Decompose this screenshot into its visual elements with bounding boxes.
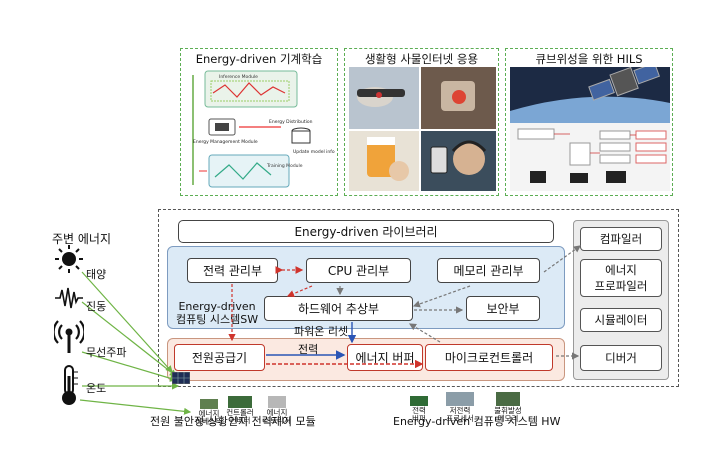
compiler-label: 컴파일러 — [599, 232, 643, 246]
cubesat-photo — [510, 67, 670, 191]
sw-caption: Energy-driven 컴퓨팅 시스템SW — [176, 300, 258, 326]
thermometer-icon — [62, 365, 78, 405]
rf-label: 무선주파 — [86, 346, 127, 359]
vibration-icon — [55, 287, 83, 309]
simulator-box: 시뮬레이터 — [580, 308, 662, 332]
library-label: Energy-driven 라이브러리 — [294, 225, 438, 239]
power-manager-label: 전력 관리부 — [202, 264, 262, 278]
sun-label: 태양 — [86, 268, 107, 281]
vibration-energy-arrow — [81, 301, 177, 377]
sun-energy-arrow — [81, 271, 173, 373]
temperature-label: 온도 — [86, 382, 107, 395]
power-on-reset-label: 파워온 리셋 — [294, 325, 349, 338]
ml-panel: Energy-driven 기계학습 Inference Module Ener… — [180, 48, 338, 196]
cpu-manager-label: CPU 관리부 — [327, 264, 390, 278]
sw-tools-arrow — [543, 245, 581, 273]
microcontroller-box: 마이크로컨트롤러 — [425, 344, 553, 371]
cubesat-panel-title: 큐브위성을 위한 HILS — [535, 52, 643, 66]
ml-panel-title: Energy-driven 기계학습 — [195, 52, 323, 66]
power-manager-box: 전력 관리부 — [187, 258, 278, 283]
iot-photo-collage — [349, 67, 496, 191]
hw-part-power-buffer: 전력 버퍼 — [404, 388, 434, 423]
sw-caption-line2: 컴퓨팅 시스템SW — [176, 313, 259, 326]
sun-icon — [55, 245, 83, 273]
iot-panel: 생활형 사물인터넷 응용 — [344, 48, 499, 196]
hw-part-converter: 컨트롤러 컨버터 — [222, 388, 258, 425]
debugger-box: 디버거 — [580, 345, 662, 371]
iot-panel-title: 생활형 사물인터넷 응용 — [364, 52, 479, 66]
ml-energy-dist-label: Energy Distribution — [269, 119, 313, 125]
power-flow-label: 전력 — [298, 343, 319, 356]
security-label: 보안부 — [486, 302, 520, 316]
ambient-energy-heading: 주변 에너지 — [52, 232, 112, 246]
mcu-hal-arrow — [408, 323, 441, 343]
ml-training-label: Training Module — [266, 163, 303, 169]
right-bottom-caption: Energy-driven 컴퓨팅 시스템 HW — [393, 415, 561, 428]
hardware-abstraction-label: 하드웨어 추상부 — [297, 302, 380, 316]
energy-profiler-box: 에너지 프로파일러 — [580, 259, 662, 297]
cubesat-panel: 큐브위성을 위한 HILS — [505, 48, 673, 196]
cpu-hal-red-arrow — [286, 285, 313, 298]
memory-hal-arrow — [412, 285, 471, 308]
hardware-abstraction-box: 하드웨어 추상부 — [264, 296, 413, 321]
compiler-box: 컴파일러 — [580, 227, 662, 251]
energy-profiler-label: 에너지 프로파일러 — [594, 263, 648, 293]
cpu-manager-box: CPU 관리부 — [306, 258, 411, 283]
solar-panel-icon — [172, 372, 190, 384]
rf-energy-arrow — [81, 351, 178, 382]
ml-diagram-image: Inference Module Energy Management Modul… — [192, 70, 335, 188]
simulator-label: 시뮬레이터 — [594, 313, 648, 327]
security-box: 보안부 — [466, 296, 540, 321]
ml-energy-mgmt-label: Energy Management Module — [193, 139, 258, 145]
left-bottom-caption: 전원 불안정 상황인지 전력제어 모듈 — [150, 415, 316, 428]
memory-manager-box: 메모리 관리부 — [437, 258, 540, 283]
ml-inference-label: Inference Module — [219, 74, 258, 80]
microcontroller-label: 마이크로컨트롤러 — [444, 351, 534, 365]
power-supply-label: 전원공급기 — [191, 351, 248, 365]
ml-update-label: Update model info — [293, 149, 335, 155]
hw-part-low-power-processor: 저전력 프로세서 — [440, 384, 480, 423]
energy-driven-library: Energy-driven 라이브러리 — [178, 220, 554, 243]
power-supply-box: 전원공급기 — [174, 344, 265, 371]
energy-buffer-label: 에너지 버퍼 — [355, 351, 415, 365]
hw-part-storage: 에너지 스토리지 — [262, 388, 292, 425]
hw-part-nvm: 불휘발성 메모리 — [490, 384, 526, 423]
vibration-label: 진동 — [86, 300, 107, 313]
system-frame — [158, 209, 679, 387]
memory-manager-label: 메모리 관리부 — [453, 264, 524, 278]
energy-buffer-box: 에너지 버퍼 — [347, 344, 423, 371]
debugger-label: 디버거 — [605, 351, 637, 365]
thermal-to-module-arrow — [79, 399, 192, 415]
sw-caption-line1: Energy-driven — [178, 300, 256, 313]
hw-part-harvester: 에너지 하베스터 — [194, 391, 224, 426]
antenna-icon — [54, 320, 84, 353]
